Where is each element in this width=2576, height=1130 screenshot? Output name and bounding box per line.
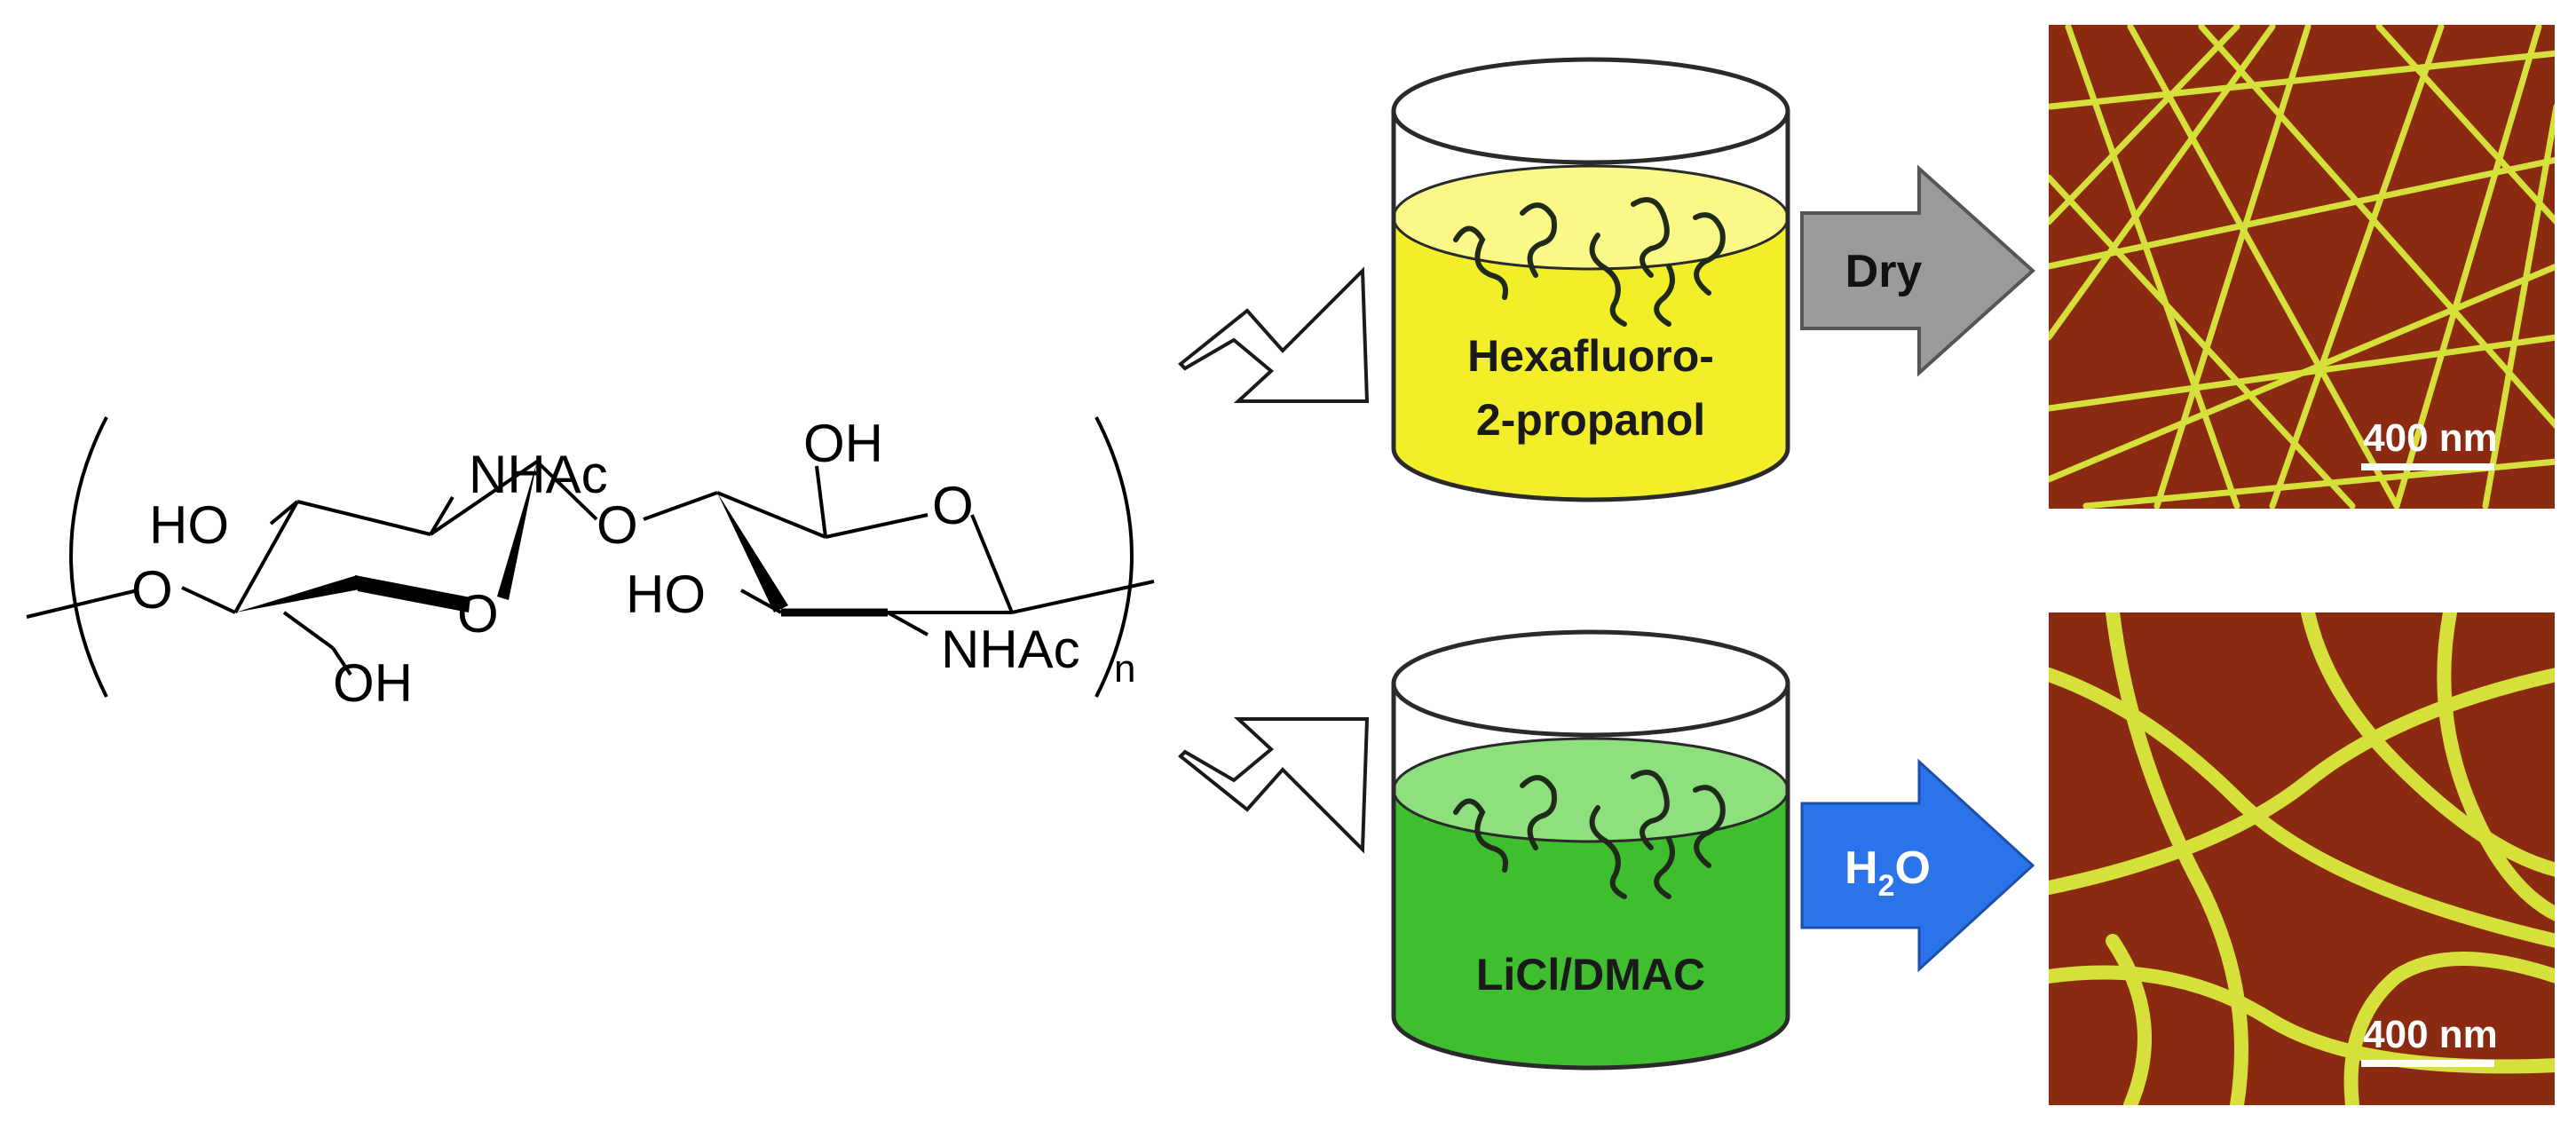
beaker-bottom: LiCl/DMAC — [1391, 629, 1790, 1071]
solution-fill — [1394, 217, 1788, 500]
beaker-rim — [1391, 629, 1790, 738]
afm-image-top: 400 nm — [2049, 25, 2555, 509]
dry-label: Dry — [1845, 246, 1923, 297]
water-arrow-icon — [1800, 758, 2035, 973]
wedge-bond — [235, 575, 360, 612]
beaker-top: Hexafluoro- 2-propanol — [1391, 57, 1790, 502]
open-arrow-up-icon — [1178, 266, 1370, 403]
scale-bar-label: 400 nm — [2363, 416, 2498, 460]
wedge-bond — [717, 493, 788, 612]
oh-label: OH — [803, 414, 883, 473]
open-arrow-down-icon — [1178, 717, 1370, 854]
right-bracket — [1094, 416, 1134, 698]
wedge-bond — [355, 575, 470, 612]
o-label: O — [131, 560, 173, 620]
solution-fill — [1394, 790, 1788, 1068]
dry-arrow-icon — [1800, 164, 2035, 377]
water-label: H2O — [1845, 842, 1931, 903]
chitin-structure: HO NHAc O O OH O OH O HO NHAc n — [26, 414, 1155, 713]
nanofiber-network — [2049, 25, 2555, 509]
ho-label: HO — [626, 565, 706, 624]
nanofiber-bundles — [2049, 612, 2555, 1105]
polymer-chains — [1453, 197, 1726, 327]
solvent-label: LiCl/DMAC — [1476, 950, 1705, 1000]
scale-bar — [2361, 463, 2494, 470]
beaker-rim — [1391, 57, 1790, 165]
scale-bar — [2361, 1060, 2494, 1067]
scale-bar-label: 400 nm — [2363, 1013, 2498, 1056]
polymer-chains — [1453, 770, 1726, 899]
left-bracket — [69, 416, 108, 698]
nhac-label: NHAc — [469, 445, 608, 504]
water-arrow: H2O — [1800, 758, 2035, 973]
ring-oxygen-label: O — [932, 476, 974, 535]
ring-oxygen-label: O — [457, 584, 499, 644]
afm-image-bottom: 400 nm — [2049, 612, 2555, 1105]
dry-arrow: Dry — [1800, 164, 2035, 377]
nhac-label: NHAc — [941, 620, 1080, 679]
repeat-subscript: n — [1114, 647, 1135, 691]
solvent-label: 2-propanol — [1476, 395, 1705, 445]
solvent-label: Hexafluoro- — [1467, 331, 1714, 381]
bridge-oxygen-label: O — [597, 495, 638, 555]
split-arrows — [1178, 266, 1370, 854]
ho-label: HO — [149, 495, 229, 555]
oh-label: OH — [333, 653, 413, 713]
